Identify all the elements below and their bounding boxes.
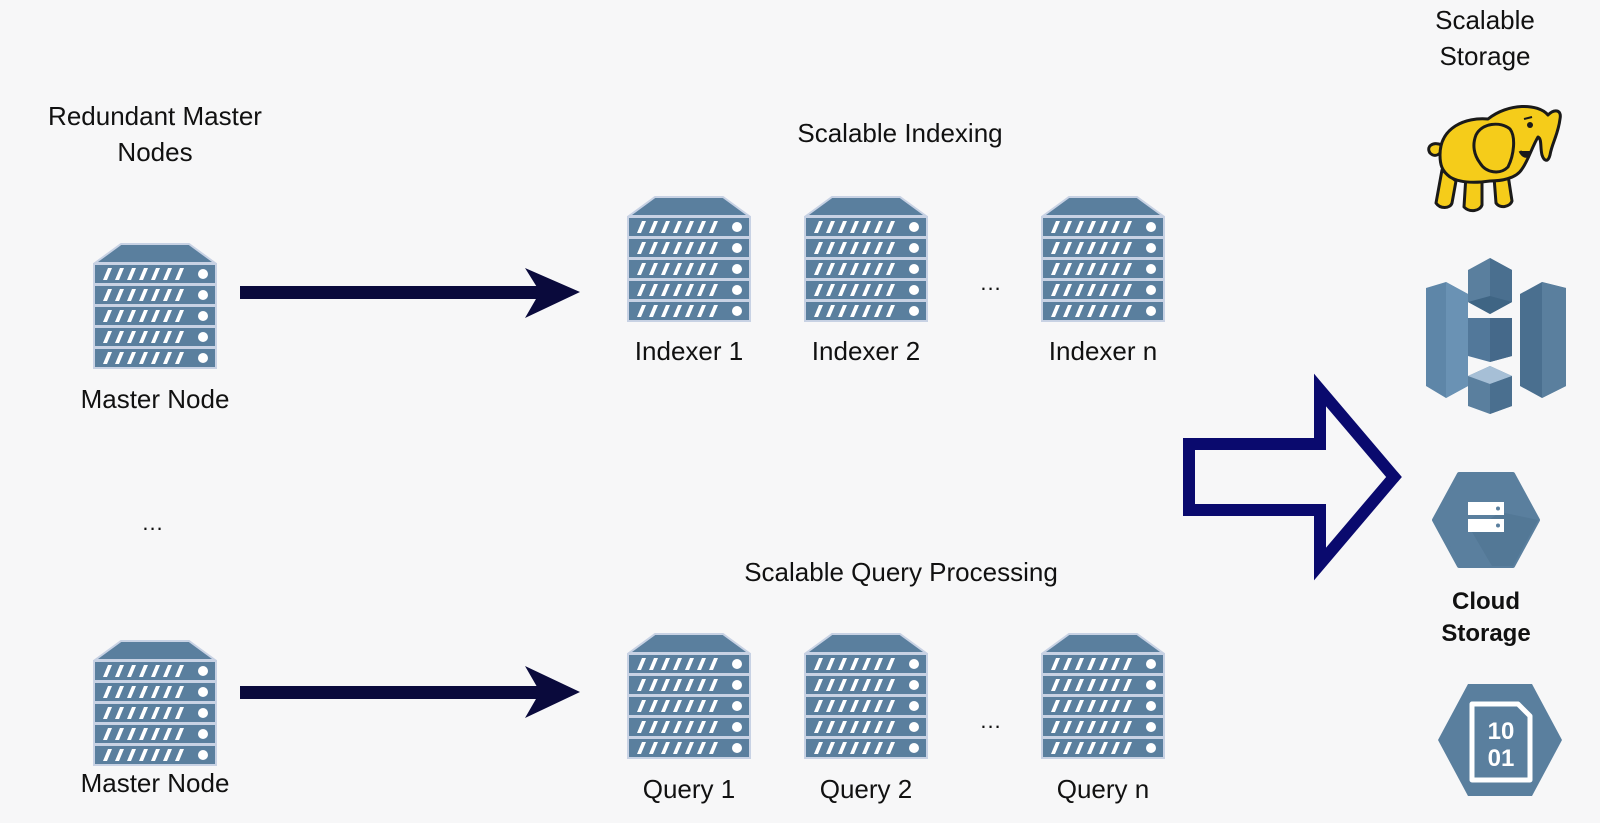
cloud-storage-label: Cloud Storage (1410, 586, 1562, 650)
redundant-master-title: Redundant Master Nodes (14, 98, 296, 170)
server-rack-graphic (802, 633, 930, 759)
redundant-master-title-line2: Nodes (117, 137, 193, 167)
indexer-1-server-icon (625, 196, 753, 322)
query-1-label: Query 1 (642, 774, 736, 804)
query-2-label: Query 2 (819, 774, 913, 804)
to-storage-big-arrow (1183, 373, 1402, 581)
indexer-ellipsis: ... (980, 270, 1002, 295)
master-to-query-arrow (240, 666, 580, 718)
amazon-s3-icon (1426, 258, 1566, 414)
query-ellipsis: ... (980, 708, 1002, 733)
indexer-2-label: Indexer 2 (811, 336, 921, 366)
query-2-server-icon (802, 633, 930, 759)
indexer-n-server-icon (1039, 196, 1167, 322)
server-rack-graphic (625, 196, 753, 322)
azure-binary-line2: 01 (1488, 745, 1515, 772)
master-ellipsis: ... (142, 510, 164, 535)
azure-blob-storage-icon: 10 01 (1438, 684, 1562, 796)
server-rack-graphic (91, 243, 219, 369)
query-n-label: Query n (1056, 774, 1150, 804)
master-node-2-server-icon (91, 640, 219, 766)
server-rack-graphic (1039, 633, 1167, 759)
server-rack-graphic (802, 196, 930, 322)
scalable-query-title: Scalable Query Processing (744, 557, 1058, 587)
server-rack-graphic (625, 633, 753, 759)
query-n-server-icon (1039, 633, 1167, 759)
scalable-storage-title-line2: Storage (1439, 41, 1531, 71)
indexer-n-label: Indexer n (1048, 336, 1158, 366)
cloud-storage-label-line2: Storage (1441, 620, 1531, 647)
hadoop-elephant-icon (1427, 104, 1562, 213)
cloud-storage-label-line1: Cloud (1452, 588, 1520, 615)
master-node-1-label: Master Node (80, 384, 230, 414)
redundant-master-title-line1: Redundant Master (48, 101, 262, 131)
scalable-indexing-title: Scalable Indexing (797, 118, 1003, 148)
server-rack-graphic (91, 640, 219, 766)
indexer-2-server-icon (802, 196, 930, 322)
scalable-storage-title-line1: Scalable (1435, 5, 1535, 35)
indexer-1-label: Indexer 1 (634, 336, 744, 366)
server-rack-graphic (1039, 196, 1167, 322)
query-1-server-icon (625, 633, 753, 759)
master-node-2-label: Master Node (80, 768, 230, 798)
scalable-storage-title: Scalable Storage (1410, 2, 1560, 74)
azure-binary-line1: 10 (1488, 718, 1515, 745)
google-cloud-storage-icon (1432, 472, 1540, 568)
master-node-1-server-icon (91, 243, 219, 369)
master-to-indexing-arrow (240, 268, 580, 318)
